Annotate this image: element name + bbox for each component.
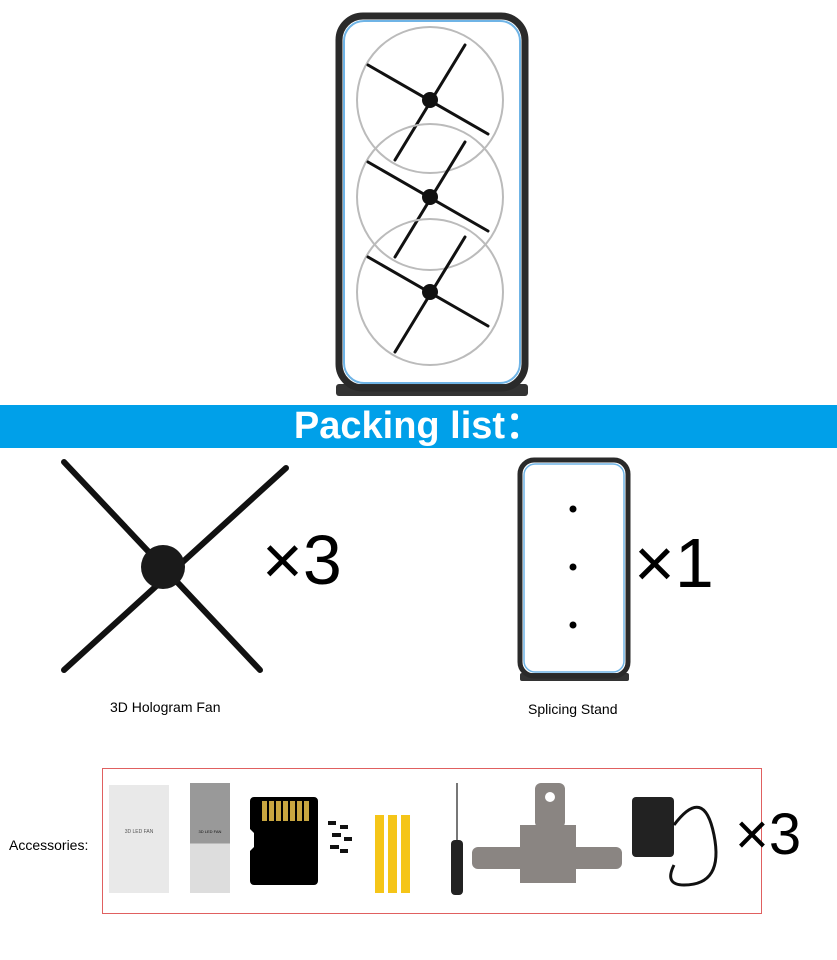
sd-card-icon	[250, 797, 318, 885]
assembled-display-illustration	[335, 12, 529, 396]
accessory-illustrations	[250, 783, 718, 895]
power-adapter-icon	[632, 797, 718, 887]
hologram-fan-icon	[61, 459, 289, 673]
wall-anchors-icon	[375, 815, 410, 893]
remote-text: 3D LED FAN	[198, 829, 222, 834]
packing-list-banner: Packing list：	[0, 405, 837, 448]
screwdriver-icon	[451, 783, 463, 895]
fan-circle	[356, 26, 504, 174]
stand-caption: Splicing Stand	[528, 701, 618, 717]
accessories-label: Accessories:	[9, 837, 89, 853]
fan-hub	[422, 284, 438, 300]
splicing-stand-icon	[517, 457, 631, 681]
remote-control-icon: 3D LED FAN	[190, 783, 230, 893]
fan-quantity: ×3	[262, 521, 342, 599]
fan-circle	[356, 123, 504, 271]
stand-quantity: ×1	[634, 524, 714, 602]
accessories-box	[102, 768, 762, 914]
manual-box-text: 3D LED FAN	[124, 829, 154, 835]
accessories-quantity: ×3	[735, 802, 802, 867]
fan-circle	[356, 218, 504, 366]
screws-icon	[328, 821, 352, 853]
mounting-bracket-icon	[472, 783, 622, 883]
manual-box-icon: 3D LED FAN	[109, 785, 169, 893]
fan-caption: 3D Hologram Fan	[110, 699, 221, 715]
fan-hub	[422, 92, 438, 108]
fan-hub	[422, 189, 438, 205]
